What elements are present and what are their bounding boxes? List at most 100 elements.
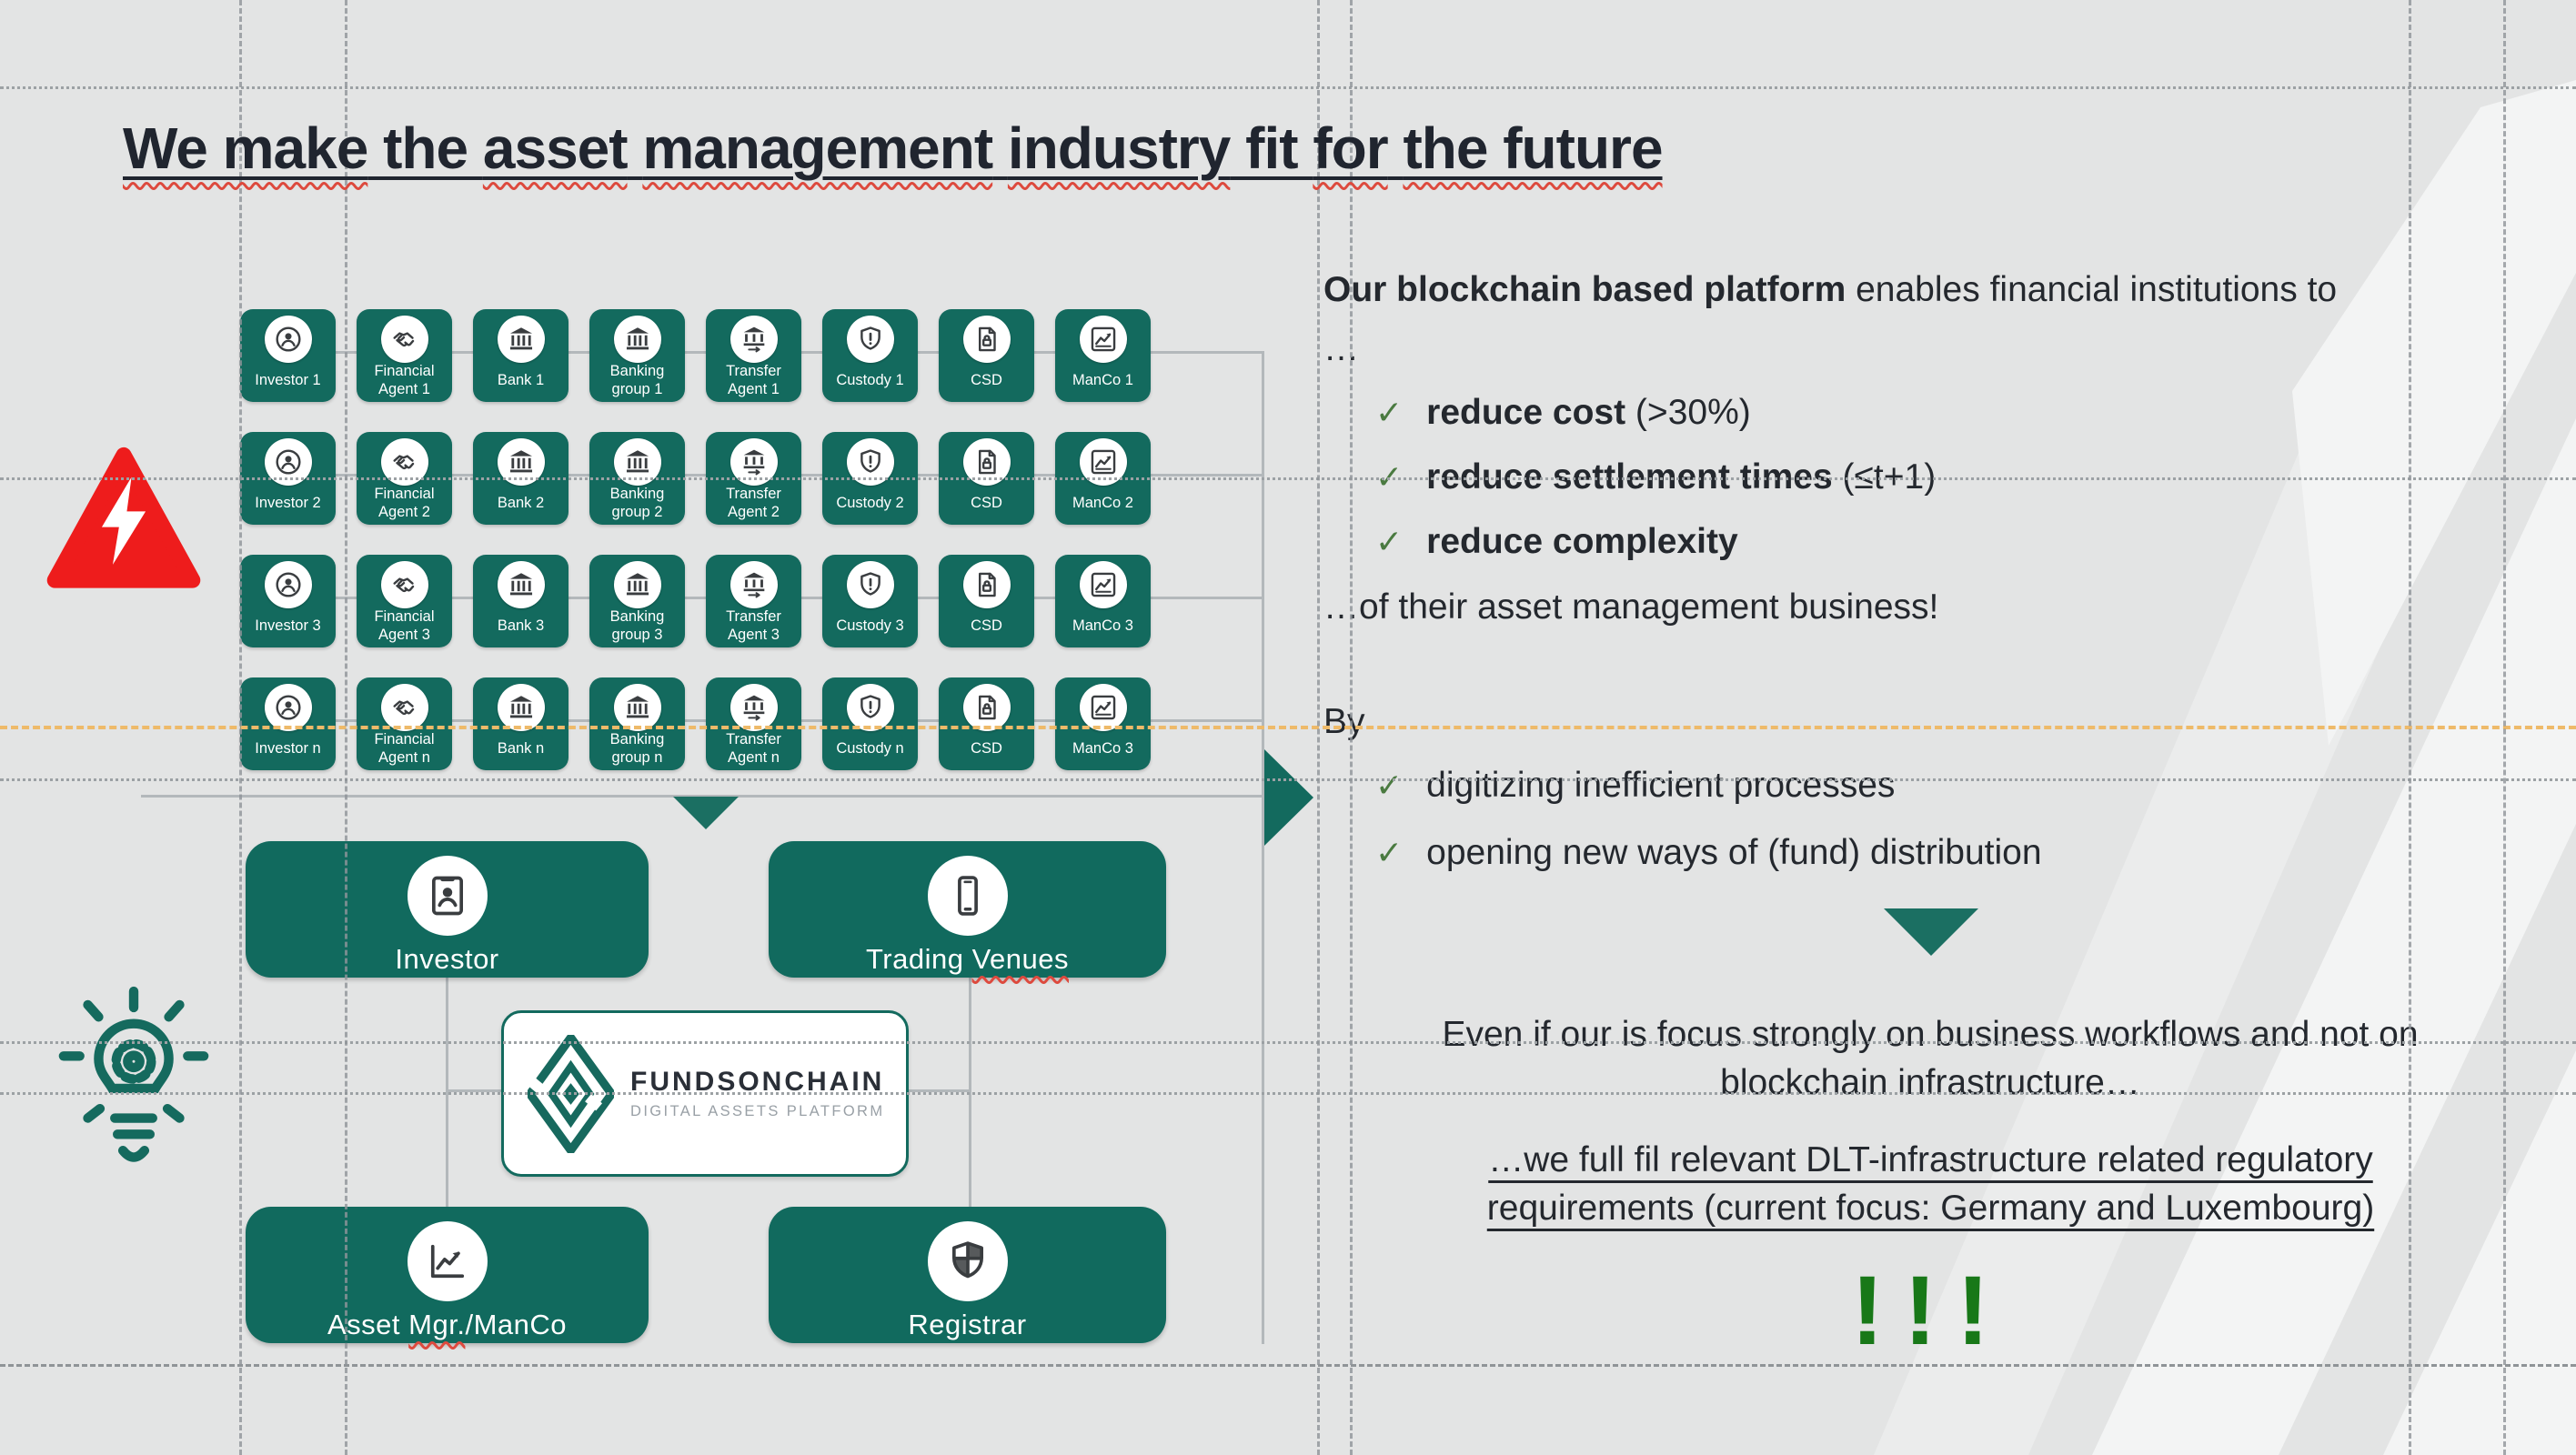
node-label: Registrar [908,1309,1026,1341]
benefit-text: reduce settlement times (≤t+1) [1426,457,1937,497]
tile-banking-group-1: Banking group 1 [589,309,685,402]
text-segment: Trading [865,943,972,975]
intro-rest: enables financial institutions to [1846,270,2338,309]
tile-icon [846,316,894,363]
tile-icon [264,684,312,731]
tile-label: Bank 1 [497,371,545,388]
tile-label: Transfer Agent n [726,731,781,766]
checkmark-icon: ✓ [1375,834,1404,871]
lightbulb-gear-icon [53,984,215,1181]
tile-financial-agent-3: Financial Agent 3 [357,555,452,647]
tile-banking-group-3: Banking group 3 [589,555,685,647]
checkmark-icon: ✓ [1375,458,1404,496]
tile-label: Banking group n [609,731,665,766]
node-investor: Investor [246,841,649,978]
tile-manco-3: ManCo 3 [1055,677,1151,770]
entity-grid: Investor 1 Financial Agent 1 Bank 1 Bank… [240,309,1151,770]
by-item-text: opening new ways of (fund) distribution [1426,833,2042,872]
tile-financial-agent-1: Financial Agent 1 [357,309,452,402]
tile-icon [730,684,778,731]
text-segment: /ManCo [465,1309,567,1340]
benefits-list: ✓ reduce cost (>30%) ✓ reduce settlement… [1375,393,2467,587]
tile-icon [1079,561,1127,608]
tile-icon [613,561,661,608]
tile-icon [497,561,545,608]
tile-label: Financial Agent 1 [374,363,435,397]
tile-label: Custody 1 [836,371,904,388]
tile-manco-3: ManCo 3 [1055,555,1151,647]
tile-bank-n: Bank n [473,677,569,770]
benefit-text: reduce complexity [1426,522,1738,561]
tile-custody-3: Custody 3 [822,555,918,647]
node-connector [446,1089,504,1092]
tile-custody-1: Custody 1 [822,309,918,402]
tile-label: Transfer Agent 2 [726,486,781,520]
tile-label: Transfer Agent 1 [726,363,781,397]
tile-csd: CSD [939,555,1034,647]
text-segment: fit [1230,115,1313,181]
warning-alert-icon [45,446,202,597]
intro-bold: Our blockchain based platform [1323,270,1846,309]
guide-line-horizontal [0,1364,2576,1367]
tile-icon [264,561,312,608]
tile-label: ManCo 2 [1072,494,1133,511]
page-title: We make the asset management industry fi… [123,115,1664,182]
tile-label: CSD [971,494,1002,511]
tile-label: ManCo 1 [1072,371,1133,388]
regulatory-underlined-text: …we full fil relevant DLT-infrastructure… [1486,1140,2375,1228]
by-list: ✓ digitizing inefficient processes ✓ ope… [1375,766,2512,900]
logo-tagline: DIGITAL ASSETS PLATFORM [630,1103,885,1119]
tile-csd: CSD [939,677,1034,770]
fundsonchain-logo-icon [528,1034,614,1153]
by-item-text: digitizing inefficient processes [1426,766,1896,805]
tile-label: CSD [971,617,1002,634]
tile-label: Custody 2 [836,494,904,511]
tile-label: Investor 1 [255,371,321,388]
benefit-item: ✓ reduce complexity [1375,522,2467,562]
tile-label: Bank n [497,739,545,757]
arrow-down-icon [673,797,739,829]
tile-transfer-agent-3: Transfer Agent 3 [706,555,801,647]
tile-label: Banking group 1 [609,363,665,397]
benefit-item: ✓ reduce cost (>30%) [1375,393,2467,433]
text-segment: We make [123,115,368,181]
tile-icon [962,316,1011,363]
tile-csd: CSD [939,309,1034,402]
text-segment: asset [482,115,629,181]
by-label: By [1323,702,1365,741]
arrow-down-icon [1884,908,1978,956]
tile-manco-1: ManCo 1 [1055,309,1151,402]
text-segment: Investor [395,943,499,975]
logo-name: FUNDSONCHAIN [630,1067,885,1097]
tile-icon [380,561,428,608]
tile-label: Banking group 3 [609,608,665,643]
tile-icon [846,561,894,608]
text-segment: Mgr. [408,1309,466,1340]
tile-label: Financial Agent 3 [374,608,435,643]
tile-icon [380,684,428,731]
diagram-border-line [1262,351,1264,1344]
guide-line-horizontal-orange [0,726,2576,729]
tile-icon [613,684,661,731]
guide-line-vertical [2409,0,2411,1455]
tile-icon [962,684,1011,731]
guide-line-horizontal [0,1092,2576,1095]
guide-line-vertical [345,0,347,1455]
benefit-item: ✓ reduce settlement times (≤t+1) [1375,457,2467,497]
tile-label: CSD [971,739,1002,757]
guide-line-vertical [2503,0,2506,1455]
intro-paragraph: Our blockchain based platform enables fi… [1323,266,2533,374]
tile-investor-1: Investor 1 [240,309,336,402]
tile-icon [1079,684,1127,731]
by-item: ✓ digitizing inefficient processes [1375,766,2512,806]
tile-financial-agent-n: Financial Agent n [357,677,452,770]
tile-label: Transfer Agent 3 [726,608,781,643]
text-segment: management [642,115,993,181]
text-segment: for [1313,115,1388,181]
tile-bank-1: Bank 1 [473,309,569,402]
tile-custody-n: Custody n [822,677,918,770]
guide-line-vertical [239,0,242,1455]
even-if-text: Even if our is focus strongly on busines… [1442,1015,2419,1102]
guide-line-vertical [1350,0,1353,1455]
node-connector [901,1089,971,1092]
